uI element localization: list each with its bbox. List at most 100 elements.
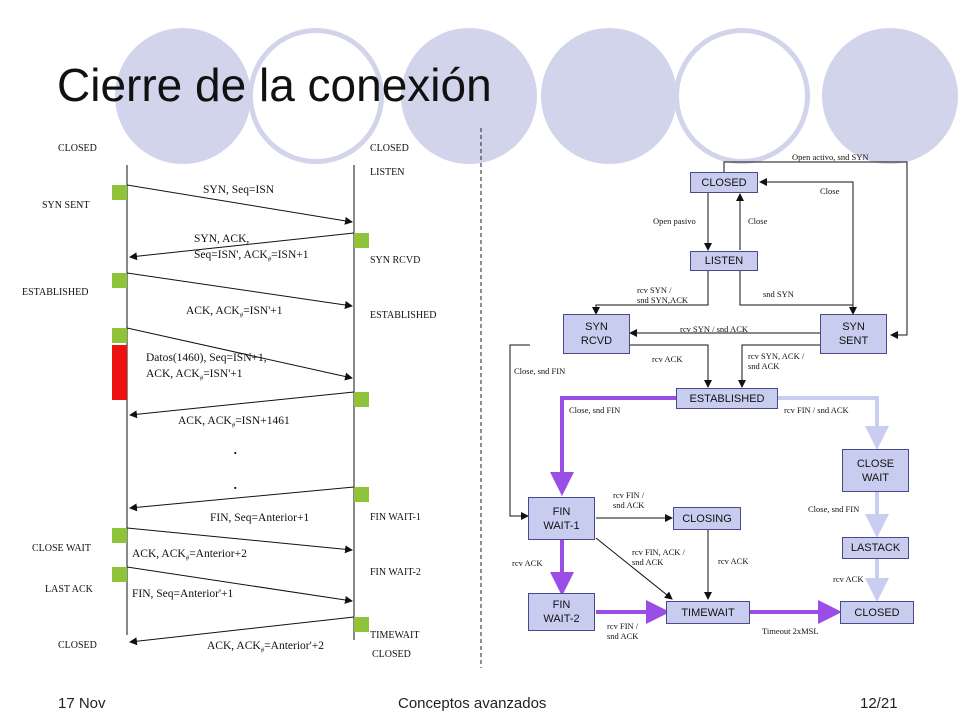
slide-title: Cierre de la conexión xyxy=(57,59,492,111)
msg-data-line2: ACK, ACK#=ISN'+1 xyxy=(146,368,243,383)
msg-ack-fin-1-text: ACK, ACK#=Anterior+2 xyxy=(132,548,247,563)
server-state-timewait: TIMEWAIT xyxy=(370,630,420,641)
fsm-state-established: ESTABLISHED xyxy=(676,388,778,409)
msg-fin-2-text: FIN, Seq=Anterior'+1 xyxy=(132,588,234,600)
fsm-state-closed-bottom: CLOSED xyxy=(840,601,914,624)
edge-est-finwait1 xyxy=(550,396,676,496)
msg-ack-fin-1: ACK, ACK#=Anterior+2 xyxy=(132,546,247,566)
msg-ack-data: ACK, ACK#=ISN+1461 xyxy=(178,413,290,433)
decor-circle-5 xyxy=(674,28,810,164)
edge-synsent-est xyxy=(738,344,820,388)
label-rcv-syn-snd-ack: rcv SYN / snd ACK xyxy=(680,324,749,334)
decor-circle-3 xyxy=(401,28,537,164)
server-state-fin-wait-2: FIN WAIT-2 xyxy=(370,567,421,578)
fsm-state-close-wait: CLOSE WAIT xyxy=(842,449,909,492)
edge-open-active xyxy=(723,161,908,339)
client-state-closed: CLOSED xyxy=(58,143,97,154)
msg-fin-2: FIN, Seq=Anterior'+1 xyxy=(132,586,233,602)
label-open-passive: Open pasivo xyxy=(653,216,696,226)
client-state-last-ack: LAST ACK xyxy=(45,584,93,595)
decor-circle-4 xyxy=(541,28,677,164)
client-marker-3 xyxy=(112,328,127,343)
label-rcv-finack-snd-ack: rcv FIN, ACK / snd ACK xyxy=(632,547,685,567)
label-rcv-fin-snd-ack-fw1: rcv FIN / snd ACK xyxy=(613,490,645,510)
server-state-closed-final: CLOSED xyxy=(372,649,411,660)
msg-syn: SYN, Seq=ISN xyxy=(203,182,274,198)
server-state-listen: LISTEN xyxy=(370,167,405,178)
msg-data: Datos(1460), Seq=ISN+1, ACK, ACK#=ISN'+1 xyxy=(146,350,267,386)
client-marker-2 xyxy=(112,273,127,288)
msg-ack-data-text: ACK, ACK#=ISN+1461 xyxy=(178,415,290,430)
server-marker-3 xyxy=(354,487,369,502)
fsm-state-closed-top: CLOSED xyxy=(690,172,758,193)
edge-close-synsent xyxy=(759,178,854,315)
arrow-ack xyxy=(126,272,353,309)
edge-listen-synrcvd xyxy=(592,270,709,315)
label-rcv-synack-snd-ack: rcv SYN, ACK / snd ACK xyxy=(748,351,805,371)
server-state-syn-rcvd: SYN RCVD xyxy=(370,255,421,266)
label-close-top: Close xyxy=(820,186,840,196)
arrow-ack-fin-1 xyxy=(126,527,353,554)
arrow-ack-fin-2 xyxy=(129,616,355,646)
label-rcv-fin-snd-ack: rcv FIN / snd ACK xyxy=(784,405,849,415)
msg-synack-line2: Seq=ISN', ACK#=ISN+1 xyxy=(194,249,309,264)
msg-synack: SYN, ACK, Seq=ISN', ACK#=ISN+1 xyxy=(194,231,309,267)
fsm-state-syn-sent: SYN SENT xyxy=(820,314,887,354)
server-state-established: ESTABLISHED xyxy=(370,310,437,321)
label-close-snd-fin-est: Close, snd FIN xyxy=(569,405,621,415)
fsm-state-fin-wait-1: FIN WAIT-1 xyxy=(528,497,595,540)
fsm-state-lastack: LASTACK xyxy=(842,537,909,559)
label-rcv-fin-snd-ack-fw2: rcv FIN / snd ACK xyxy=(607,621,639,641)
edge-finwait1-timewait xyxy=(595,537,673,600)
footer-page: 12/21 xyxy=(860,695,898,712)
fsm-state-listen: LISTEN xyxy=(690,251,758,271)
client-marker-1 xyxy=(112,185,127,200)
decor-circle-6 xyxy=(822,28,958,164)
arrow-fin-2 xyxy=(126,566,353,604)
arrow-ack-data xyxy=(129,391,355,419)
label-rcv-ack-closing: rcv ACK xyxy=(718,556,749,566)
edge-listen-synsent xyxy=(739,270,857,315)
label-close-snd-fin-left: Close, snd FIN xyxy=(514,366,566,376)
label-open-active: Open activo, snd SYN xyxy=(792,152,869,162)
fsm-state-fin-wait-2: FIN WAIT-2 xyxy=(528,593,595,631)
label-snd-syn: snd SYN xyxy=(763,289,794,299)
msg-ack-fin-2: ACK, ACK#=Anterior'+2 xyxy=(207,638,324,658)
edge-synrcvd-finwait1 xyxy=(509,344,530,520)
ellipsis-dot-1: . xyxy=(233,438,238,458)
client-state-established: ESTABLISHED xyxy=(22,287,89,298)
client-state-syn-sent: SYN SENT xyxy=(42,200,90,211)
client-marker-4 xyxy=(112,528,127,543)
server-marker-1 xyxy=(354,233,369,248)
client-state-close-wait: CLOSE WAIT xyxy=(32,543,91,554)
decor-circle-1 xyxy=(115,28,251,164)
msg-data-line1: Datos(1460), Seq=ISN+1, xyxy=(146,352,267,364)
msg-ack-fin-2-text: ACK, ACK#=Anterior'+2 xyxy=(207,640,324,655)
server-marker-4 xyxy=(354,617,369,632)
client-state-closed-final: CLOSED xyxy=(58,640,97,651)
label-close-snd-fin-cw: Close, snd FIN xyxy=(808,504,860,514)
msg-ack-text: ACK, ACK#=ISN'+1 xyxy=(186,305,283,320)
fsm-state-syn-rcvd: SYN RCVD xyxy=(563,314,630,354)
footer-title: Conceptos avanzados xyxy=(398,695,547,712)
decor-circle-2 xyxy=(248,28,384,164)
msg-syn-text: SYN, Seq=ISN xyxy=(203,184,275,196)
arrow-fin-1 xyxy=(129,486,355,512)
msg-ack: ACK, ACK#=ISN'+1 xyxy=(186,303,283,323)
server-state-fin-wait-1: FIN WAIT-1 xyxy=(370,512,421,523)
ellipsis-dot-2: . xyxy=(233,473,238,493)
label-rcv-ack-top: rcv ACK xyxy=(652,354,683,364)
fsm-state-closing: CLOSING xyxy=(673,507,741,530)
fsm-state-timewait: TIMEWAIT xyxy=(666,601,750,624)
label-close-mid: Close xyxy=(748,216,768,226)
arrow-syn xyxy=(126,184,353,225)
edge-est-closewait xyxy=(778,396,889,450)
edge-synrcvd-est xyxy=(630,344,712,388)
label-rcv-ack-fw1: rcv ACK xyxy=(512,558,543,568)
msg-fin-1-text: FIN, Seq=Anterior+1 xyxy=(210,512,310,524)
msg-synack-line1: SYN, ACK, xyxy=(194,233,250,245)
data-block xyxy=(112,345,127,400)
footer-date: 17 Nov xyxy=(58,695,106,712)
server-marker-2 xyxy=(354,392,369,407)
label-rcv-ack-lastack: rcv ACK xyxy=(833,574,864,584)
